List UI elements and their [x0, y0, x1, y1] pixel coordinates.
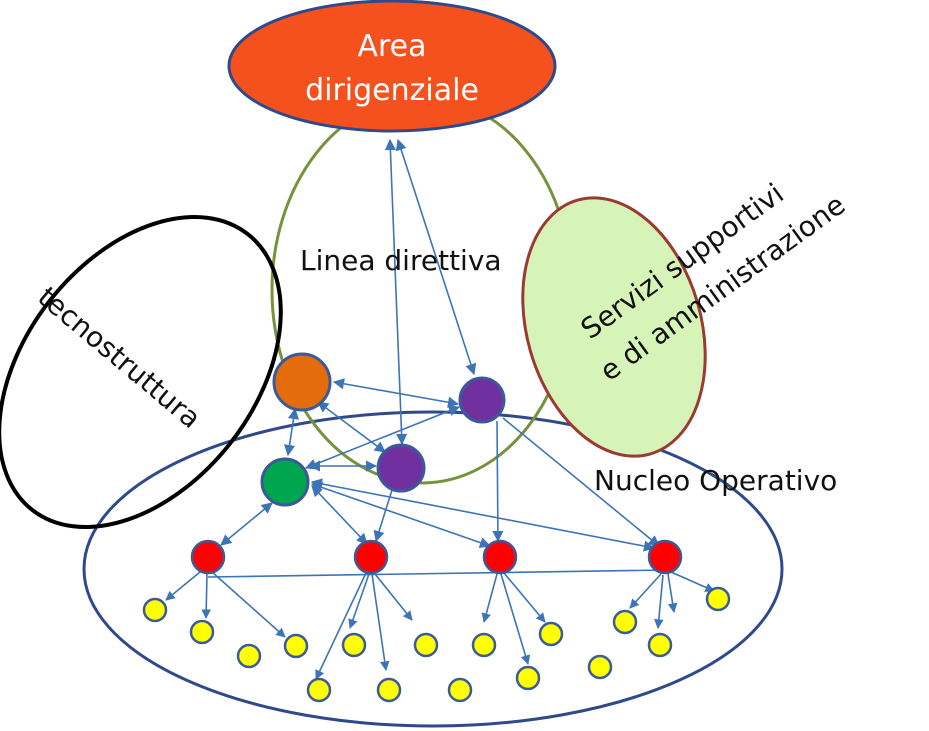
yellow-node: [341, 632, 367, 658]
red-node-4: [647, 539, 683, 575]
yellow-node: [705, 586, 731, 612]
yellow-node: [189, 619, 215, 645]
yellow-node: [142, 597, 168, 623]
yellow-node: [471, 632, 497, 658]
red-node-2: [353, 539, 389, 575]
area-dirigenziale-label-line2: dirigenziale: [305, 73, 479, 108]
purple-node-top: [458, 376, 506, 424]
yellow-node: [647, 632, 673, 658]
arrows: [165, 138, 715, 680]
yellow-node: [413, 632, 439, 658]
yellow-node: [612, 609, 638, 635]
yellow-node: [236, 643, 262, 669]
yellow-node: [376, 677, 402, 703]
red-node-1: [190, 539, 226, 575]
yellow-node: [447, 677, 473, 703]
yellow-node: [306, 677, 332, 703]
green-node: [260, 457, 310, 507]
yellow-node: [515, 665, 541, 691]
yellow-node: [587, 654, 613, 680]
linea-direttiva-label: Linea direttiva: [300, 244, 502, 277]
nucleo-operativo-label: Nucleo Operativo: [594, 464, 837, 497]
tecnostruttura-label: tecnostruttura: [32, 280, 208, 435]
yellow-node: [283, 633, 309, 659]
yellow-nodes: [142, 586, 731, 703]
area-dirigenziale-ellipse: [227, 0, 557, 133]
tecnostruttura-ellipse: [0, 214, 283, 530]
servizi-supportivi-ellipse: [521, 196, 707, 458]
red-node-3: [482, 539, 518, 575]
orange-node: [272, 352, 332, 412]
yellow-node: [538, 621, 564, 647]
area-dirigenziale-label-line1: Area: [357, 29, 426, 64]
purple-node-bottom: [376, 443, 426, 493]
